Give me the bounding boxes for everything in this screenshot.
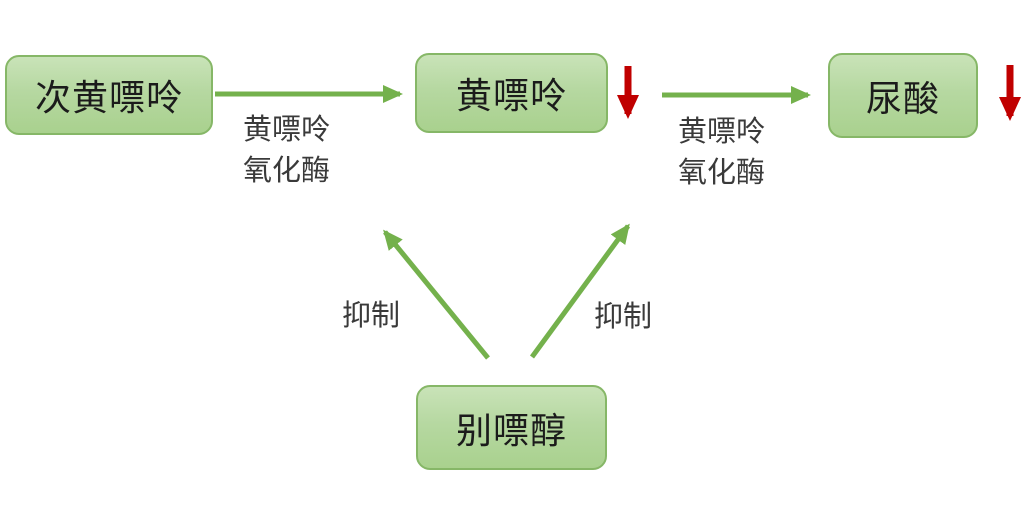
enzyme-label-1: 黄嘌呤 氧化酶 [243,110,330,192]
node-uric-acid: 尿酸 [828,53,978,138]
inhibit-arrow-left [383,229,490,360]
enzyme-label-2-line1: 黄嘌呤 [678,116,766,148]
node-allopurinol-label: 别嘌醇 [455,409,567,451]
node-xanthine-label: 黄嘌呤 [455,75,567,116]
enzyme-label-1-line2: 氧化酶 [243,155,331,187]
enzyme-label-2: 黄嘌呤 氧化酶 [678,112,765,194]
node-hypoxanthine: 次黄嘌呤 [5,55,213,135]
node-uric-acid-label: 尿酸 [865,77,940,119]
enzyme-label-2-line2: 氧化酶 [678,157,766,189]
inhibit-label-right: 抑制 [594,301,653,333]
inhibit-label-left: 抑制 [342,300,401,332]
enzyme-label-1-line1: 黄嘌呤 [243,114,331,146]
node-allopurinol: 别嘌醇 [416,385,607,470]
node-xanthine: 黄嘌呤 [415,53,608,133]
node-hypoxanthine-label: 次黄嘌呤 [34,77,183,118]
